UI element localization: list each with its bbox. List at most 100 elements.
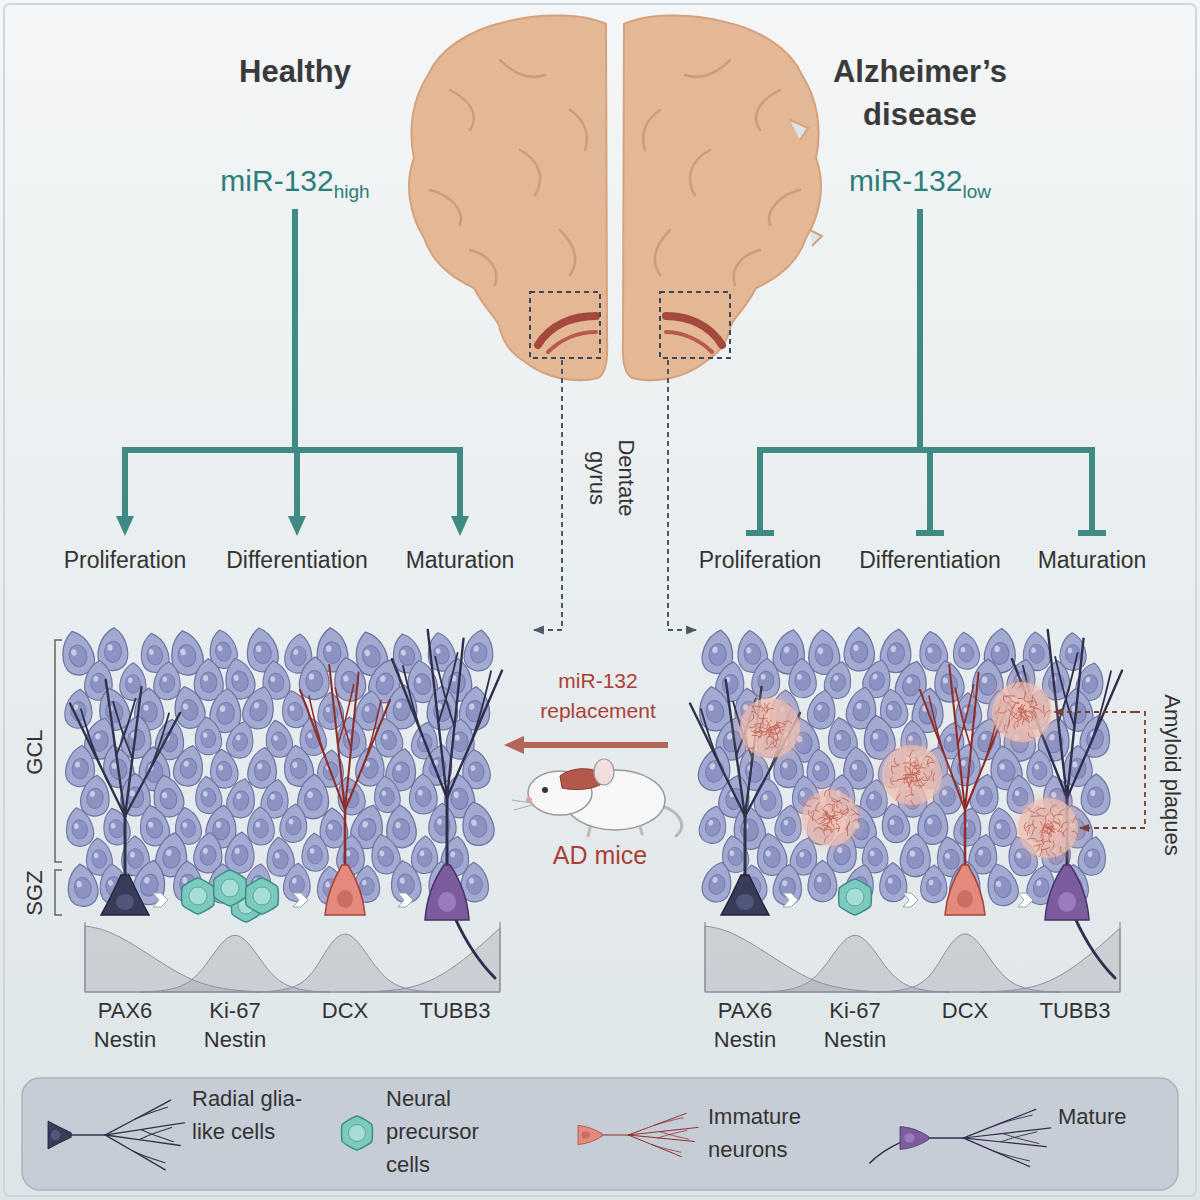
layer-bracket bbox=[55, 640, 62, 862]
dendrite bbox=[135, 1107, 168, 1119]
granule-cell bbox=[754, 778, 782, 818]
activation-connector bbox=[295, 209, 460, 518]
legend-band bbox=[22, 1078, 1178, 1190]
nucleus bbox=[116, 894, 134, 910]
process-label: Differentiation bbox=[222, 543, 372, 577]
process-name: Proliferation bbox=[64, 547, 187, 573]
amyloid-plaque bbox=[730, 688, 811, 769]
stage-arrow bbox=[1018, 893, 1033, 907]
dendrite bbox=[964, 810, 967, 869]
dendrite bbox=[447, 671, 502, 799]
brain-hemisphere bbox=[409, 15, 607, 380]
nucleus bbox=[581, 1131, 590, 1139]
stage-arrow bbox=[903, 893, 918, 907]
dendrite bbox=[141, 1130, 174, 1142]
granule-cell bbox=[788, 658, 817, 699]
atrophy-notch bbox=[810, 230, 822, 246]
expression-profile bbox=[705, 922, 1120, 992]
axon bbox=[870, 1142, 901, 1163]
legend-entry: Radial glia-like cells bbox=[192, 1082, 307, 1148]
dendrite bbox=[335, 688, 351, 748]
dendrite bbox=[1092, 671, 1111, 741]
dendrite bbox=[652, 1145, 681, 1153]
legend-entry: Neural precursor cells bbox=[386, 1082, 508, 1181]
process-name: Maturation bbox=[406, 547, 515, 573]
dendrite bbox=[428, 630, 447, 798]
inhibition-connector bbox=[920, 209, 1092, 533]
expression-axis bbox=[705, 922, 1120, 992]
dendrite bbox=[132, 1151, 165, 1163]
dendrite bbox=[124, 816, 127, 879]
mirna-level: miR-132low bbox=[845, 160, 995, 205]
expression-curve bbox=[255, 934, 440, 992]
marker-label: TUBB3 bbox=[407, 996, 503, 1025]
expression-curve bbox=[875, 934, 1060, 992]
dendrite bbox=[81, 709, 100, 765]
dendrite bbox=[150, 713, 169, 769]
region-label: Dentate gyrus bbox=[583, 432, 641, 524]
radial-glia-cell bbox=[70, 680, 180, 915]
dendrite bbox=[996, 1115, 1032, 1125]
granule-cell-layer bbox=[57, 626, 497, 908]
axon bbox=[455, 918, 495, 978]
granule-cell bbox=[429, 803, 457, 843]
granule-cell bbox=[409, 774, 438, 815]
dendrite bbox=[125, 687, 142, 816]
nucleus bbox=[904, 1133, 914, 1142]
dendrite bbox=[744, 816, 747, 879]
stage-arrow bbox=[398, 893, 413, 907]
mature-neuron bbox=[392, 630, 502, 978]
cell-body bbox=[945, 865, 985, 915]
granule-cell bbox=[772, 863, 803, 906]
layer-bracket bbox=[55, 870, 62, 915]
dendrite bbox=[965, 673, 979, 811]
hippocampus bbox=[538, 316, 722, 352]
cell-body bbox=[839, 879, 872, 915]
granule-cell bbox=[65, 862, 100, 908]
cell-body bbox=[578, 1125, 602, 1144]
nucleus bbox=[438, 892, 456, 912]
layer-label: SGZ bbox=[20, 863, 49, 923]
stage-arrow bbox=[153, 893, 168, 907]
radial-glia-cell bbox=[690, 680, 800, 915]
legend-entry: Immature neurons bbox=[708, 1100, 843, 1166]
dendrite bbox=[69, 1134, 105, 1136]
granule-cell bbox=[951, 631, 981, 671]
legend-text: Mature bbox=[1058, 1104, 1126, 1129]
cell-body bbox=[182, 878, 215, 914]
cell-body bbox=[214, 870, 247, 906]
plaque-label: Amyloid plaques bbox=[1158, 675, 1187, 875]
dendrite bbox=[105, 1123, 184, 1135]
dendrite bbox=[1001, 1132, 1037, 1142]
dendrite bbox=[963, 1138, 1046, 1147]
plaque-bracket bbox=[1135, 712, 1145, 828]
zoom-leader bbox=[668, 360, 696, 630]
nucleus bbox=[1058, 892, 1076, 912]
marker-label: DCX bbox=[297, 996, 393, 1025]
cell-body bbox=[900, 1127, 929, 1150]
dendrite bbox=[1003, 1133, 1039, 1143]
replacement-arrow bbox=[520, 742, 668, 748]
marker-label: TUBB3 bbox=[1027, 996, 1123, 1025]
process-label: Maturation bbox=[402, 543, 519, 577]
dendrite bbox=[472, 671, 491, 741]
cell-body bbox=[48, 1121, 71, 1149]
nucleus bbox=[51, 1130, 60, 1140]
stage-arrow bbox=[293, 893, 308, 907]
dendrite bbox=[329, 665, 345, 810]
granule-cell bbox=[63, 806, 95, 848]
dendrite bbox=[344, 810, 347, 869]
amyloid-plaque bbox=[872, 735, 953, 816]
nucleus bbox=[957, 890, 973, 908]
mirna-name: miR-132 bbox=[220, 164, 333, 197]
marker-label: Ki-67 Nestin bbox=[807, 996, 903, 1054]
nucleus bbox=[337, 890, 353, 908]
activation-connector bbox=[125, 209, 295, 518]
process-name: Maturation bbox=[1038, 547, 1147, 573]
neural-precursor-cell bbox=[214, 870, 247, 906]
granule-cell bbox=[279, 803, 309, 844]
immature-neuron bbox=[300, 665, 390, 915]
granule-cell bbox=[299, 656, 330, 700]
dendrite bbox=[628, 1135, 694, 1141]
nucleus bbox=[736, 894, 754, 910]
